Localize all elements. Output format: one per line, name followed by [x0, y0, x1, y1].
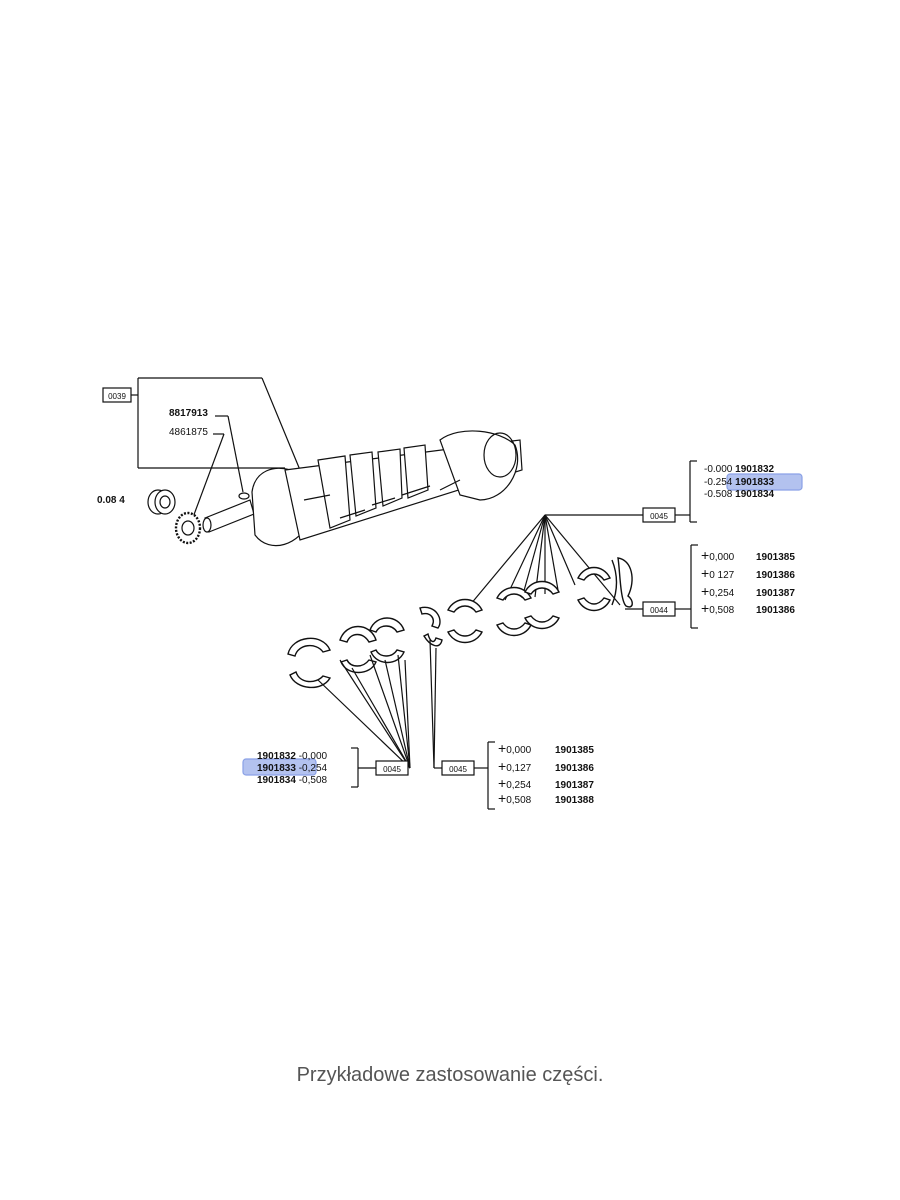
thrust-washer-row-2: +0 127 [701, 565, 735, 581]
lower-left-ref-box [375, 760, 409, 776]
lower-left-row-2: 1901833 -0,254 [257, 763, 328, 774]
lower-left-row-3: 1901834 -0,508 [257, 775, 328, 786]
part-number-4861875: 4861875 [169, 427, 208, 438]
thrust-washer-part-4: 1901386 [756, 605, 795, 616]
thrust-washer-row-3: +0,254 [701, 583, 735, 599]
thrust-washer-part-2: 1901386 [756, 570, 795, 581]
lower-right-part-1: 1901385 [555, 745, 594, 756]
crankshaft [202, 430, 523, 547]
lower-right-row-2: +0,127 [498, 758, 532, 774]
bearing-shells-lower [287, 606, 443, 689]
front-bushing [147, 489, 176, 515]
thrust-washer-row-4: +0,508 [701, 600, 735, 616]
lower-right-part-4: 1901388 [555, 795, 594, 806]
lower-left-row-1: 1901832 -0,000 [257, 751, 328, 762]
gear-value-label: 0.08 4 [97, 495, 125, 506]
leader-lines-upper [469, 514, 621, 606]
leader-lines-lower [317, 639, 442, 769]
thrust-washer-row-1: +0,000 [701, 547, 735, 563]
part-number-8817913: 8817913 [169, 408, 208, 419]
lower-right-ref-label: 0045 [449, 765, 467, 774]
highlight-1901833-left [242, 758, 317, 776]
crankshaft-ref-label: 0039 [108, 392, 126, 401]
lower-right-part-3: 1901387 [555, 780, 594, 791]
lower-right-row-4: +0,508 [498, 790, 532, 806]
thrust-washer-part-3: 1901387 [756, 588, 795, 599]
thrust-washer-list: +0,000 1901385 +0 127 1901386 +0,254 190… [701, 547, 795, 616]
main-bearing-ref-label: 0045 [650, 512, 668, 521]
thrust-washer-part-1: 1901385 [756, 552, 795, 563]
lower-right-washer-list: +0,000 1901385 +0,127 1901386 +0,254 190… [498, 740, 594, 806]
timing-gear [174, 511, 202, 545]
lower-right-part-2: 1901386 [555, 763, 594, 774]
lower-right-row-1: +0,000 [498, 740, 532, 756]
main-bearing-row-3: -0.508 1901834 [704, 489, 775, 500]
lower-left-ref-label: 0045 [383, 765, 401, 774]
main-bearing-row-2: -0.254 1901833 [704, 477, 775, 488]
lower-left-bearing-list: 1901832 -0,000 1901833 -0,254 1901834 -0… [257, 751, 328, 786]
highlight-1901833-right [726, 473, 803, 491]
main-bearing-row-1: -0.000 1901832 [704, 464, 775, 475]
lower-right-row-3: +0,254 [498, 775, 532, 791]
image-caption: Przykładowe zastosowanie części. [296, 1064, 604, 1086]
thrust-washer-ref-label: 0044 [650, 606, 668, 615]
bearing-shells-upper [447, 557, 633, 644]
main-bearing-list: -0.000 1901832 -0.254 1901833 -0.508 190… [704, 464, 775, 500]
